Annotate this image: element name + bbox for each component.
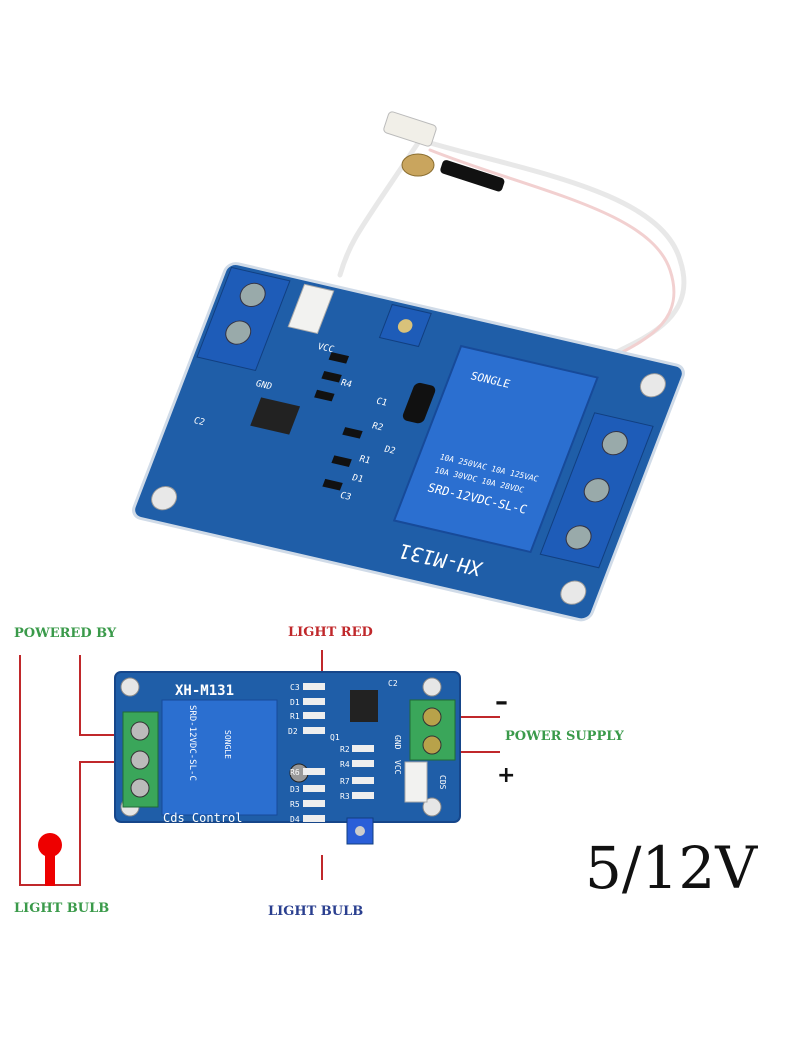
- silk-d1: D1: [350, 473, 364, 485]
- load-terminal: [122, 711, 159, 808]
- silk-r6: R6: [290, 768, 300, 777]
- silk-q1: Q1: [330, 733, 340, 742]
- bottom-relay: SRD-12VDC-SL-C SONGLE: [161, 699, 278, 816]
- silk-r4: R4: [339, 378, 353, 390]
- silk-d1: D1: [290, 698, 300, 707]
- silk-r7: R7: [340, 777, 350, 786]
- board-name-line2: Module: [247, 827, 290, 841]
- silk-c1: C1: [374, 397, 388, 409]
- label-light-red: LIGHT RED: [288, 625, 373, 640]
- silk-vcc: VCC: [316, 342, 335, 355]
- silk-r1: R1: [358, 454, 372, 466]
- power-terminal: [196, 266, 291, 372]
- silk-gnd: GND: [393, 735, 402, 750]
- cds-connector: [404, 761, 428, 803]
- bottom-relay-model: SRD-12VDC-SL-C: [187, 705, 197, 781]
- silk-adj: ADJ: [378, 831, 392, 840]
- capacitor: [402, 382, 436, 424]
- silk-r5: R5: [290, 800, 300, 809]
- board-name-line1: Cds Control: [163, 811, 242, 825]
- bottom-relay-brand: SONGLE: [223, 730, 232, 759]
- ic-chip: [250, 397, 301, 435]
- silk-cds: CDS: [438, 775, 447, 790]
- relay: SONGLE 10A 250VAC 10A 125VAC 10A 30VDC 1…: [392, 344, 599, 554]
- label-light-bulb-bottom: LIGHT BULB: [268, 904, 363, 919]
- silk-d2: D2: [382, 445, 396, 457]
- relay-terminal: [539, 412, 654, 569]
- silk-c2: C2: [388, 679, 398, 688]
- label-minus: –: [495, 687, 508, 717]
- silk-r4: R4: [340, 760, 350, 769]
- silk-r1: R1: [290, 712, 300, 721]
- silk-r2: R2: [370, 421, 384, 433]
- label-powered-by: POWERED BY: [14, 626, 117, 641]
- power-terminal: [409, 699, 456, 761]
- label-power-supply: POWER SUPPLY: [505, 729, 625, 744]
- ic-chip: [350, 690, 378, 722]
- label-light-bulb-left: LIGHT BULB: [14, 901, 109, 916]
- ldr-sensor: [383, 111, 505, 192]
- silk-c3: C3: [338, 491, 352, 503]
- silk-r2: R2: [340, 745, 350, 754]
- silk-d3: D3: [290, 785, 300, 794]
- label-plus: +: [497, 763, 515, 788]
- sensor-connector: [287, 283, 335, 335]
- silk-gnd: GND: [254, 379, 273, 392]
- silk-c3: C3: [290, 683, 300, 692]
- light-bulb-icon: [38, 833, 62, 886]
- silk-d4: D4: [290, 815, 300, 824]
- voltage-label: 5/12V: [585, 834, 758, 902]
- silk-c2: C2: [192, 416, 206, 428]
- silk-vcc: VCC: [393, 760, 402, 775]
- bottom-board: SRD-12VDC-SL-C SONGLE XH-M131 Cds Contro…: [114, 671, 461, 845]
- silk-r3: R3: [340, 792, 350, 801]
- top-board: SONGLE 10A 250VAC 10A 125VAC 10A 30VDC 1…: [132, 262, 685, 622]
- silk-d2: D2: [288, 727, 298, 736]
- bottom-board-model: XH-M131: [175, 683, 234, 699]
- sensor-cable: [337, 137, 687, 372]
